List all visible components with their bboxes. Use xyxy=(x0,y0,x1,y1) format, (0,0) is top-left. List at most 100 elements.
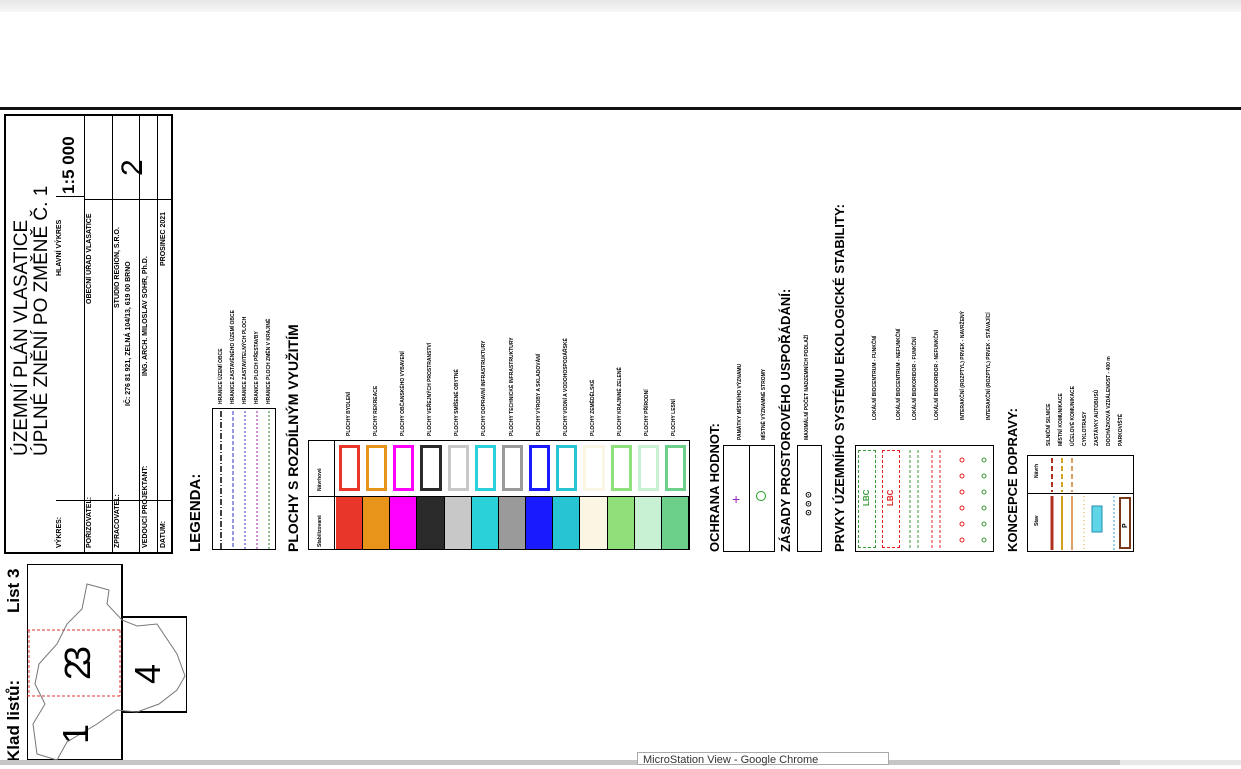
swatch-navrh xyxy=(393,445,415,491)
title-divider xyxy=(157,116,158,552)
plochy-swatch-table: Stabilizované Návrhové xyxy=(308,440,690,550)
parking-icon: P xyxy=(1122,523,1129,528)
ochrana-title: OCHRANA HODNOT: xyxy=(707,423,722,552)
swatch-stav xyxy=(363,497,391,549)
doprava-label: ÚČELOVÉ KOMUNIKACE xyxy=(1070,385,1076,446)
swatch-stav xyxy=(498,497,527,549)
porizovatel-value: OBECNÍ ÚŘAD VLASATICE xyxy=(86,213,93,304)
doprava-stav: Stav xyxy=(1034,515,1040,526)
lbc-label: LBC xyxy=(886,489,895,506)
datum-value: PROSINEC 2021 xyxy=(160,211,167,266)
swatch-stav xyxy=(661,497,689,549)
plochy-label: PLOCHY OBČANSKÉHO VYBAVENÍ xyxy=(399,351,406,436)
zasady-box: ⊙ ⊙ ⊙ xyxy=(797,445,822,552)
swatch-navrh xyxy=(610,445,632,491)
monument-icon: + xyxy=(732,491,741,507)
title-divider xyxy=(56,196,84,197)
boundary-label: HRANICE ZASTAVITELNÝCH PLOCH xyxy=(242,316,248,404)
scrollbar-thumb[interactable] xyxy=(0,760,1120,765)
doprava-title: KONCEPCE DOPRAVY: xyxy=(1005,408,1020,552)
swatch-stav xyxy=(471,497,499,549)
sheet-number: 2 xyxy=(116,159,149,176)
swatch-stav xyxy=(444,497,472,549)
ochrana-label: PAMÁTKY MÍSTNÍHO VÝZNAMU xyxy=(737,363,743,440)
plan-title: ÚZEMNÍ PLÁN VLASATICE xyxy=(11,219,32,456)
browser-chrome-top xyxy=(0,0,1241,12)
swatch-stav xyxy=(526,497,554,549)
swatch-navrh xyxy=(664,445,686,491)
plochy-label: PLOCHY SMÍŠENÉ OBYTNÉ xyxy=(454,369,461,436)
doprava-label: ZASTÁVKY AUTOBUSŮ xyxy=(1094,389,1100,446)
sheet-index-1: 1 xyxy=(55,723,96,744)
uses-label: LOKÁLNÍ BIOCENTRUM - FUNKČNÍ xyxy=(872,335,878,420)
uses-box: LBC LBC xyxy=(855,445,994,552)
uses-title: PRVKY ÚZEMNÍHO SYSTÉMU EKOLOGICKÉ STABIL… xyxy=(832,204,847,552)
doprava-label: MÍSTNÍ KOMUNIKACE xyxy=(1058,393,1064,446)
uses-label: LOKÁLNÍ BIOCENTRUM - NEFUNKČNÍ xyxy=(896,328,902,420)
title-divider xyxy=(139,116,140,552)
datum-label: DATUM: xyxy=(160,520,167,548)
plochy-label: PLOCHY BYDLENÍ xyxy=(345,391,352,436)
boundary-label: HRANICE PLOCH PŘESTAVBY xyxy=(254,331,260,404)
ochrana-box: + xyxy=(723,445,775,552)
title-divider xyxy=(84,199,173,200)
col-navrh-label: Návrhové xyxy=(317,468,323,491)
uses-label: LOKÁLNÍ BIOKORIDOR - FUNKČNÍ xyxy=(912,336,918,420)
swatch-navrh xyxy=(339,445,361,491)
vykres-value: HLAVNÍ VÝKRES xyxy=(56,219,63,276)
swatch-stav xyxy=(580,497,608,549)
zpracovatel-address: IČ: 276 81 921, ZELNÁ 104/13, 619 00 BRN… xyxy=(125,261,132,406)
vykres-label: VÝKRES: xyxy=(56,516,63,548)
lbc-label: LBC xyxy=(862,489,871,506)
col-stav-label: Stabilizované xyxy=(317,515,323,547)
doprava-navrh: Návrh xyxy=(1034,463,1040,478)
plochy-label: PLOCHY TECHNICKÉ INFRASTRUKTURY xyxy=(508,337,515,436)
window-tooltip: MicroStation View - Google Chrome xyxy=(637,752,889,766)
scale: 1:5 000 xyxy=(59,136,78,194)
plochy-label: PLOCHY VEŘEJNÝCH PROSTRANSTVÍ xyxy=(427,342,434,436)
legend-title: LEGENDA: xyxy=(187,473,204,552)
doprava-label: CYKLOTRASY xyxy=(1082,411,1088,446)
swatch-navrh xyxy=(556,445,578,491)
boundary-label: HRANICE ZASTAVĚNÉHO ÚZEMÍ OBCE xyxy=(230,310,236,404)
swatch-navrh xyxy=(420,445,442,491)
swatch-navrh xyxy=(501,445,524,491)
sheet-index-2: 2 xyxy=(57,659,98,680)
swatch-stav xyxy=(390,497,418,549)
plochy-label: PLOCHY DOPRAVNÍ INFRASTRUKTURY xyxy=(481,340,488,436)
lbc-functional-swatch xyxy=(858,450,876,548)
plochy-label: PLOCHY VODNÍ A VODOHOSPODÁŘSKÉ xyxy=(562,338,569,436)
uses-label: INTERAKČNÍ (ROZPTYL) PRVEK - NAVRŽENÝ xyxy=(960,311,966,420)
klad-list: List 3 xyxy=(4,568,23,613)
doprava-divider xyxy=(1028,493,1133,494)
title-block: ÚZEMNÍ PLÁN VLASATICE ÚPLNÉ ZNĚNÍ PO ZMĚ… xyxy=(4,114,173,554)
boundary-legend-box xyxy=(212,408,276,550)
swatch-navrh xyxy=(447,445,469,491)
swatch-navrh xyxy=(474,445,496,491)
swatch-stav xyxy=(607,497,635,549)
title-divider xyxy=(84,116,85,552)
doprava-label: SILNIČNÍ SILNICE xyxy=(1046,403,1052,446)
swatch-stav xyxy=(417,497,445,549)
swatch-row-divider xyxy=(309,496,689,497)
swatch-navrh xyxy=(529,445,551,491)
plochy-title: PLOCHY S ROZDÍLNÝM VYUŽITÍM xyxy=(285,324,301,552)
boundary-lines-svg xyxy=(220,411,270,549)
tree-icon xyxy=(756,491,766,501)
swatch-stav xyxy=(336,497,364,549)
klad-title: Klad listů: xyxy=(4,679,23,762)
drawing-frame-line xyxy=(0,107,1241,110)
plochy-label: PLOCHY PŘÍRODNÍ xyxy=(644,389,651,436)
plochy-label: PLOCHY ZEMĚDĚLSKÉ xyxy=(589,379,596,436)
plochy-label: PLOCHY KRAJINNÉ ZELENĚ xyxy=(617,367,624,436)
doprava-lines-svg xyxy=(1050,458,1131,550)
doprava-box: Stav Návrh P xyxy=(1027,455,1134,552)
projektant-label: VEDOUCÍ PROJEKTANT: xyxy=(142,465,149,548)
plochy-label: PLOCHY VÝROBY A SKLADOVÁNÍ xyxy=(535,353,542,436)
swatch-navrh xyxy=(366,445,388,491)
zasady-title: ZÁSADY PROSTOROVÉHO USPOŘÁDÁNÍ: xyxy=(778,288,793,552)
swatch-navrh xyxy=(637,445,659,491)
zpracovatel-label: ZPRACOVATEL: xyxy=(114,494,121,548)
swatch-navrh xyxy=(583,445,605,491)
boundary-label: HRANICE ÚZEMÍ OBCE xyxy=(218,348,224,404)
